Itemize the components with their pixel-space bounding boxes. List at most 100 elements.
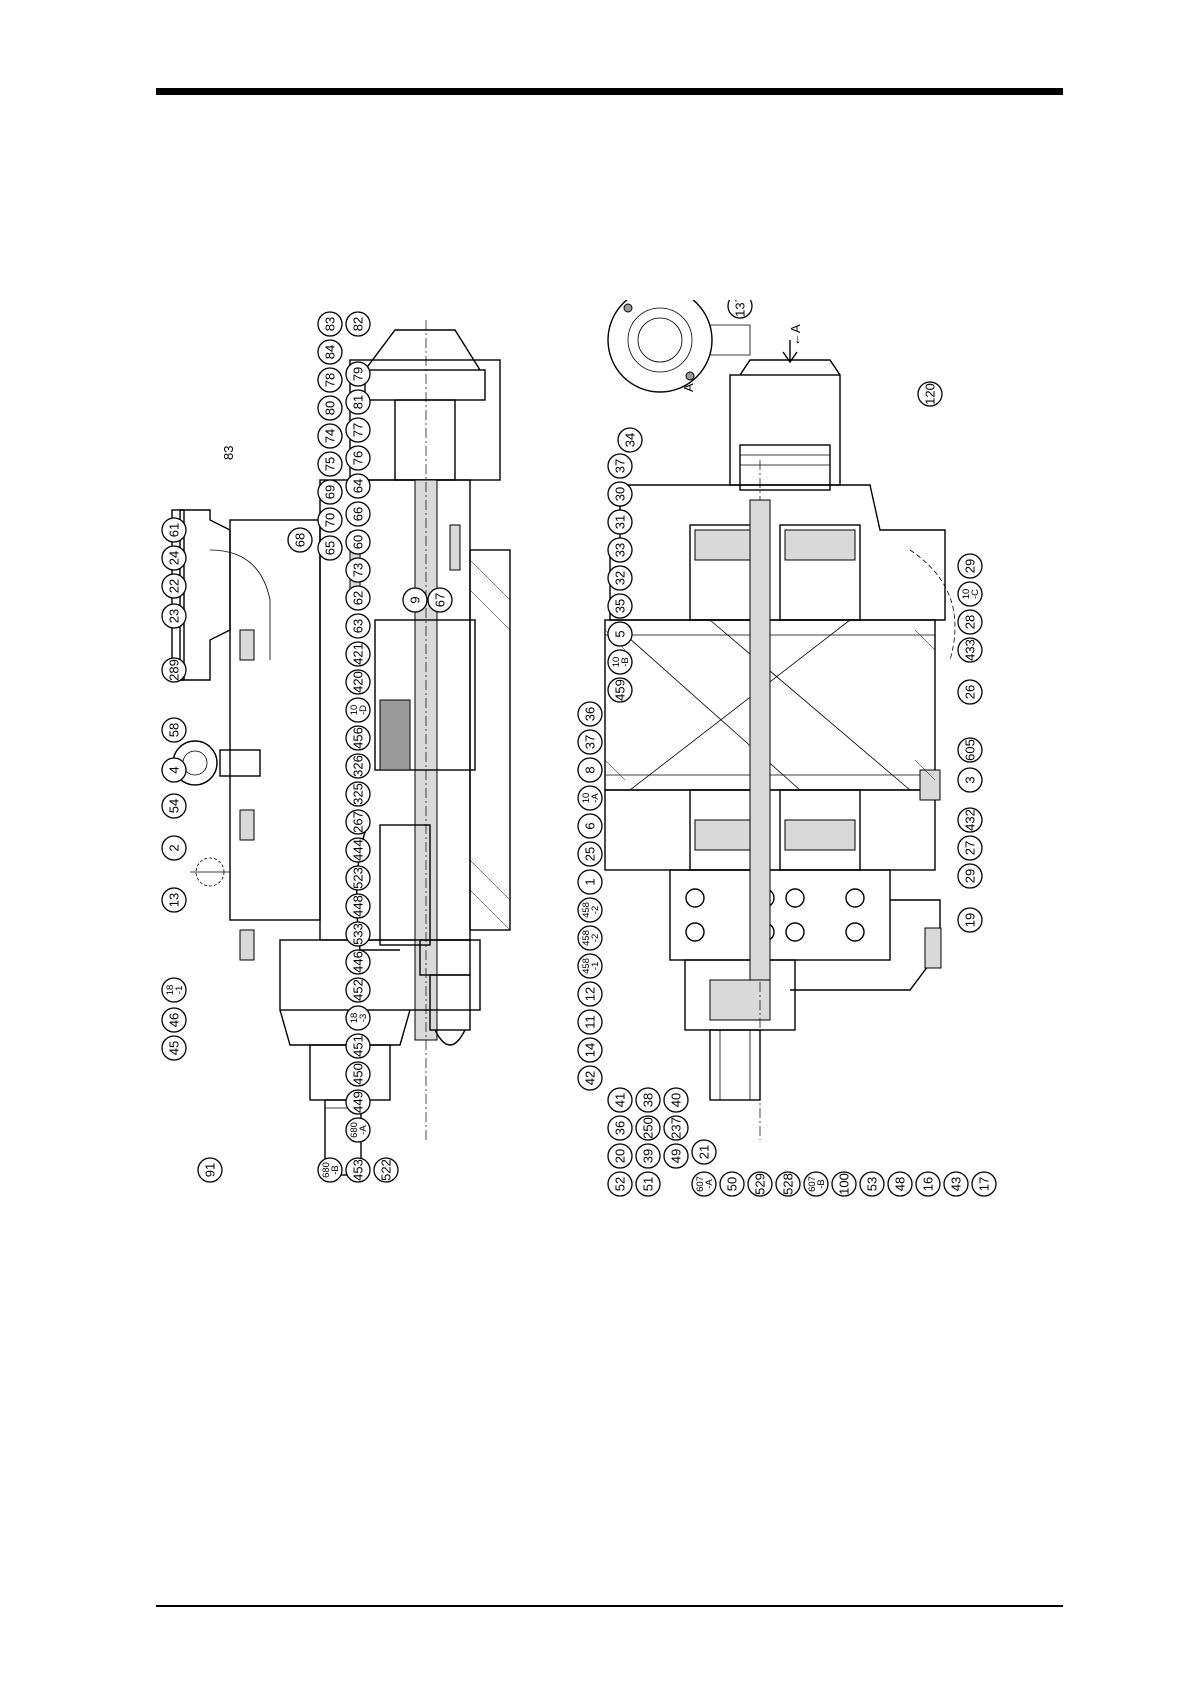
right-callout-17: 17 <box>971 1171 997 1197</box>
callout-circle <box>161 887 187 913</box>
callout-circle <box>691 1139 717 1165</box>
left-callout-23: 23 <box>161 603 187 629</box>
left-callout-74: 74 <box>317 423 343 449</box>
callout-circle <box>607 481 633 507</box>
callout-circle <box>577 841 603 867</box>
callout-label: 32 <box>613 571 628 585</box>
right-callout-34: 34 <box>617 427 643 453</box>
callout-label: 451 <box>351 1035 366 1057</box>
right-callout-458-2: 458-2 <box>577 897 603 923</box>
right-callout-16: 16 <box>915 1171 941 1197</box>
callout-circle <box>345 613 371 639</box>
left-callout-326: 326 <box>345 753 371 779</box>
right-callout-120: 120 <box>917 381 943 407</box>
callout-circle <box>345 1005 371 1031</box>
right-callout-26: 26 <box>957 679 983 705</box>
callout-label: 29 <box>963 559 978 573</box>
callout-circle <box>957 637 983 663</box>
callout-circle <box>345 389 371 415</box>
callout-label: 529 <box>753 1173 768 1195</box>
callout-label: 69 <box>323 485 338 499</box>
right-callout-6: 6 <box>577 813 603 839</box>
callout-circle <box>957 835 983 861</box>
callout-label: 607-A <box>695 1176 715 1192</box>
right-callout-529: 529 <box>747 1171 773 1197</box>
left-callout-58: 58 <box>161 717 187 743</box>
left-callout-13: 13 <box>161 887 187 913</box>
callout-label: 326 <box>351 755 366 777</box>
callout-circle <box>663 1115 689 1141</box>
callout-circle <box>345 1157 371 1183</box>
callout-circle <box>345 1033 371 1059</box>
left-callout-45: 45 <box>161 1035 187 1061</box>
callout-circle <box>345 361 371 387</box>
callout-circle <box>663 1087 689 1113</box>
callout-label: 38 <box>641 1093 656 1107</box>
callout-circle <box>161 757 187 783</box>
callout-circle <box>317 1157 343 1183</box>
callout-label: 73 <box>351 563 366 577</box>
callout-label: 21 <box>697 1145 712 1159</box>
left-callout-46: 46 <box>161 1007 187 1033</box>
left-callout-325: 325 <box>345 781 371 807</box>
callout-circle <box>957 553 983 579</box>
callout-circle <box>775 1171 801 1197</box>
callout-label: 43 <box>949 1177 964 1191</box>
callout-circle <box>402 587 428 613</box>
callout-label: 37 <box>613 459 628 473</box>
callout-label: 40 <box>669 1093 684 1107</box>
callout-circle <box>607 1171 633 1197</box>
callout-label: 3 <box>963 776 978 783</box>
right-callout-250: 250 <box>635 1115 661 1141</box>
right-callout-53: 53 <box>859 1171 885 1197</box>
callout-label: 84 <box>323 345 338 359</box>
callout-circle <box>317 395 343 421</box>
right-callout-41: 41 <box>607 1087 633 1113</box>
left-callout-22: 22 <box>161 573 187 599</box>
right-callout-19: 19 <box>957 907 983 933</box>
callout-circle <box>607 621 633 647</box>
callout-label: 458-1 <box>581 958 601 974</box>
callout-label: 33 <box>613 543 628 557</box>
callout-circle <box>607 593 633 619</box>
callout-circle <box>161 573 187 599</box>
callout-circle <box>345 585 371 611</box>
right-callout-8: 8 <box>577 757 603 783</box>
right-callout-10-C: 10-C <box>957 581 983 607</box>
callout-label: 49 <box>669 1149 684 1163</box>
right-callout-38: 38 <box>635 1087 661 1113</box>
right-callout-36: 36 <box>577 701 603 727</box>
callout-label: 39 <box>641 1149 656 1163</box>
callout-circle <box>577 701 603 727</box>
right-callout-432: 432 <box>957 807 983 833</box>
callout-label: 523 <box>351 867 366 889</box>
callout-label: 250 <box>641 1117 656 1139</box>
right-callout-5: 5 <box>607 621 633 647</box>
callout-label: 12 <box>583 987 598 1001</box>
callout-label: 76 <box>351 451 366 465</box>
callout-circle <box>161 603 187 629</box>
callout-circle <box>317 311 343 337</box>
callout-label: 522 <box>379 1159 394 1181</box>
callout-circle <box>317 367 343 393</box>
callout-label: 24 <box>167 551 182 565</box>
callout-circle <box>345 809 371 835</box>
left-callout-451: 451 <box>345 1033 371 1059</box>
callout-circle <box>345 445 371 471</box>
callout-label: 62 <box>351 591 366 605</box>
callout-circle <box>345 1089 371 1115</box>
callout-label: 35 <box>613 599 628 613</box>
right-callout-459: 459 <box>607 677 633 703</box>
callout-circle <box>345 977 371 1003</box>
callout-label: 449 <box>351 1091 366 1113</box>
callout-label: 444 <box>351 839 366 861</box>
left-callout-62: 62 <box>345 585 371 611</box>
left-callout-446: 446 <box>345 949 371 975</box>
right-callout-14: 14 <box>577 1037 603 1063</box>
callout-circle <box>161 1035 187 1061</box>
callout-label: 6 <box>583 822 598 829</box>
right-callout-37: 37 <box>607 453 633 479</box>
right-callout-35: 35 <box>607 593 633 619</box>
callout-label: 37 <box>583 735 598 749</box>
callout-label: 433 <box>963 639 978 661</box>
